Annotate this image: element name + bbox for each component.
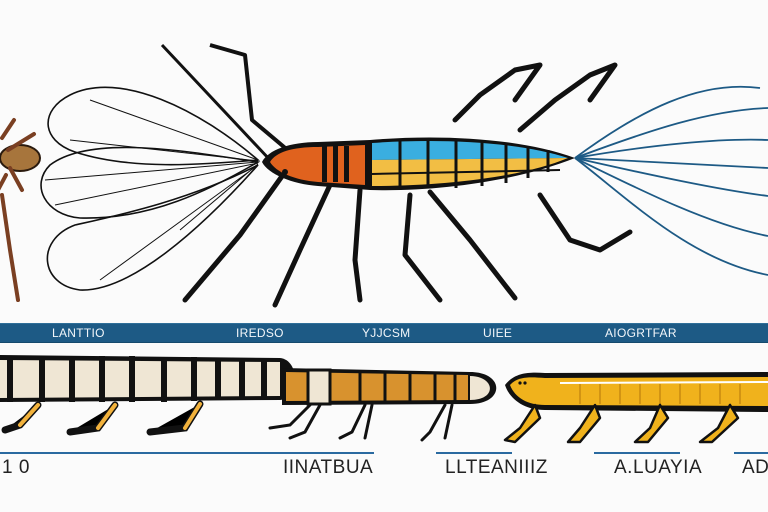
stage-label-band: LANTTIO IREDSO YJJCSM UIEE AIOGRTFAR — [0, 323, 768, 343]
band-label: IREDSO — [236, 326, 284, 340]
brown-insect — [0, 118, 41, 302]
main-insect-body — [262, 137, 575, 191]
bottom-label: AD — [742, 457, 768, 478]
bottom-label: 1 0 — [2, 457, 30, 478]
antenna — [160, 43, 272, 162]
bottom-label: A.LUAYIA — [614, 457, 703, 478]
front-leg — [209, 43, 292, 154]
divider-line — [436, 452, 512, 454]
cream-larva — [0, 355, 295, 436]
band-label: YJJCSM — [362, 326, 411, 340]
bottom-label: IINATBUA — [283, 457, 374, 478]
band-label: AIOGRTFAR — [605, 326, 677, 340]
divider-line — [594, 452, 680, 454]
band-label: UIEE — [483, 326, 513, 340]
left-wings — [40, 86, 261, 291]
divider-line — [734, 452, 768, 454]
band-label: LANTTIO — [52, 326, 105, 340]
amber-larva — [268, 368, 497, 442]
divider-line — [0, 452, 374, 454]
main-insect-legs — [182, 62, 633, 308]
right-wings — [574, 85, 768, 276]
bottom-label: LLTEANIIIZ — [445, 457, 548, 478]
yellow-larva — [503, 372, 768, 444]
